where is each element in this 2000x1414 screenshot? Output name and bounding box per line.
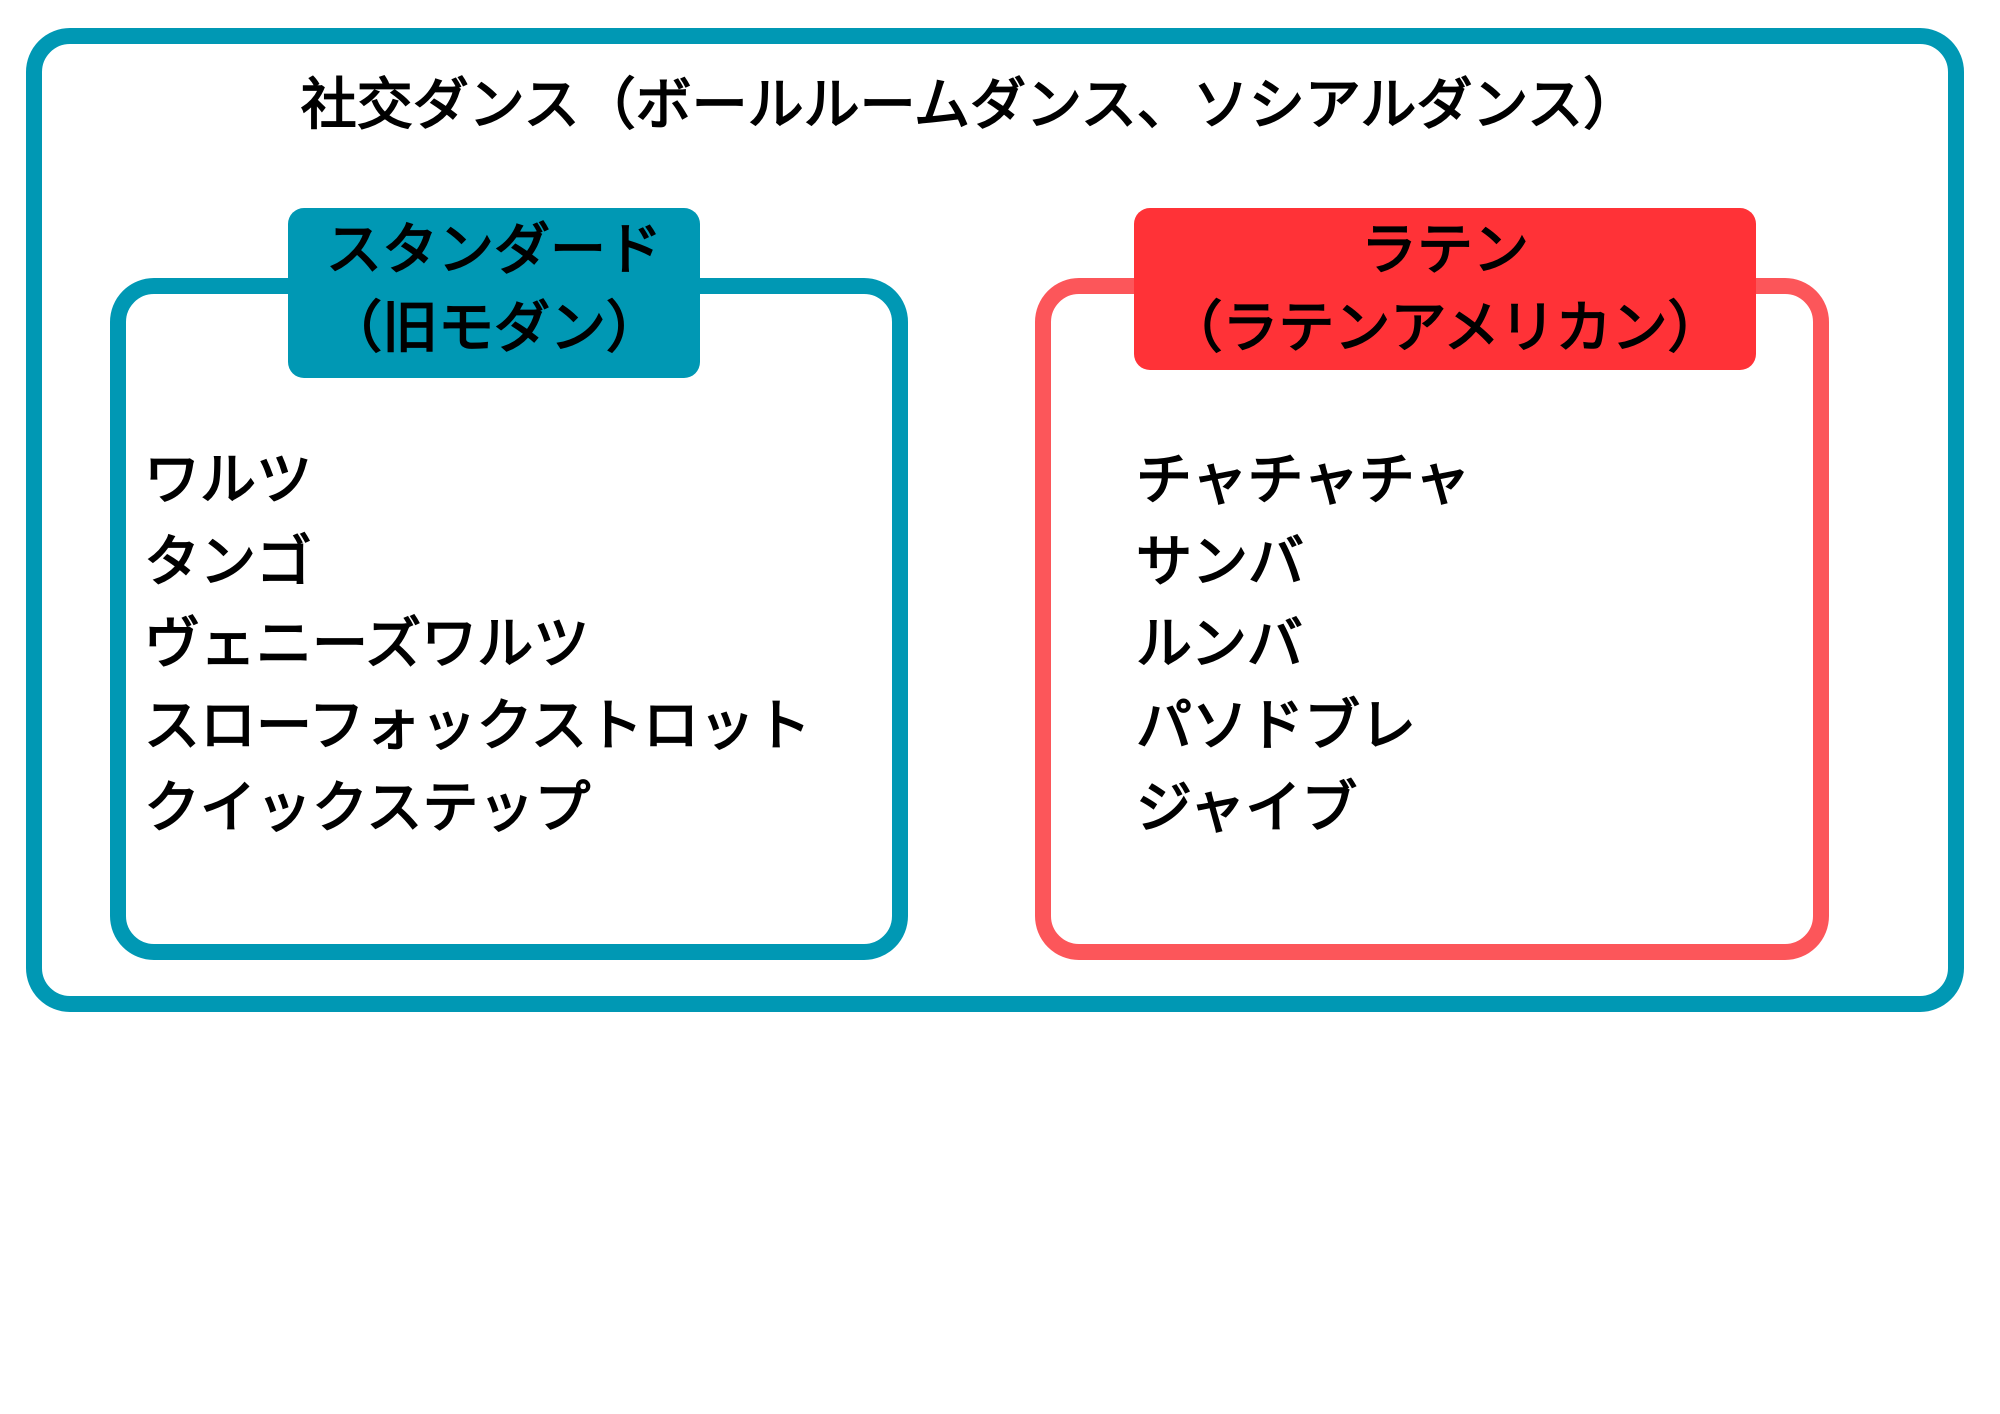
- standard-dance-item: ヴェニーズワルツ: [144, 612, 590, 677]
- standard-category-box: [110, 278, 908, 960]
- standard-dance-item: クイックステップ: [144, 776, 591, 841]
- latin-dance-item: チャチャチャ: [1136, 448, 1471, 513]
- latin-dance-item: サンバ: [1136, 530, 1304, 595]
- latin-dance-item: ルンバ: [1136, 612, 1303, 677]
- diagram-title: 社交ダンス（ボールルームダンス、ソシアルダンス）: [300, 73, 1640, 138]
- latin-heading: ラテン: [1361, 218, 1529, 283]
- standard-dance-item: スローフォックストロット: [144, 694, 811, 759]
- standard-dance-list: ワルツ タンゴ ヴェニーズワルツ スローフォックストロット クイックステップ: [144, 440, 811, 850]
- standard-dance-item: ワルツ: [144, 448, 312, 513]
- latin-subheading: （ラテンアメリカン）: [1166, 296, 1724, 361]
- standard-dance-item: タンゴ: [144, 530, 312, 595]
- standard-heading-tab: スタンダード （旧モダン）: [288, 208, 700, 378]
- latin-dance-item: ジャイブ: [1136, 776, 1358, 841]
- standard-heading: スタンダード: [326, 218, 662, 283]
- social-dance-frame: [26, 28, 1964, 1012]
- standard-subheading: （旧モダン）: [326, 296, 662, 361]
- latin-heading-tab: ラテン （ラテンアメリカン）: [1134, 208, 1756, 370]
- latin-dance-item: パソドブレ: [1136, 694, 1416, 759]
- latin-dance-list: チャチャチャ サンバ ルンバ パソドブレ ジャイブ: [1136, 440, 1470, 850]
